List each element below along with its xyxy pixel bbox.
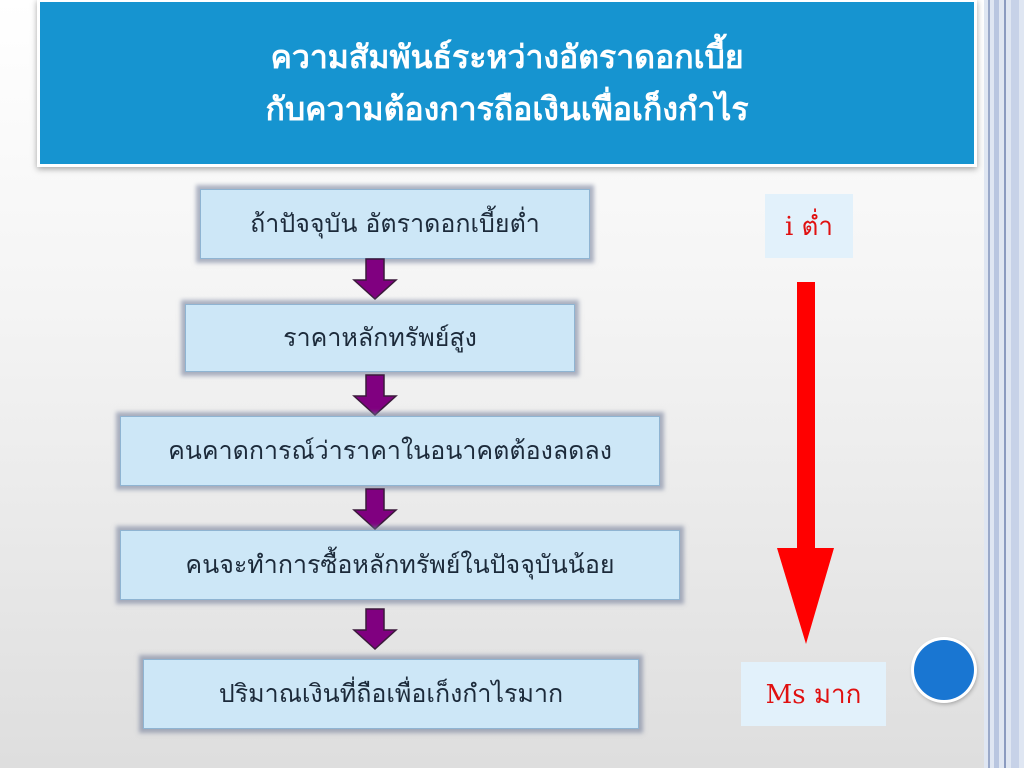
flow-step-1: ถ้าปัจจุบัน อัตราดอกเบี้ยต่ำ (200, 189, 590, 259)
down-arrow-icon (352, 488, 398, 530)
flow-step-4: คนจะทำการซื้อหลักทรัพย์ในปัจจุบันน้อย (120, 530, 680, 600)
title-line-2: กับความต้องการถือเงินเพื่อเก็งกำไร (265, 90, 749, 128)
strip-line (994, 0, 999, 768)
strip-line (988, 0, 990, 768)
title-banner: ความสัมพันธ์ระหว่างอัตราดอกเบี้ย กับความ… (40, 2, 974, 164)
strip-line (1011, 0, 1019, 768)
interest-low-label: i ต่ำ (765, 194, 853, 258)
strip-line (1004, 0, 1006, 768)
flow-step-5: ปริมาณเงินที่ถือเพื่อเก็งกำไรมาก (143, 659, 639, 729)
blue-circle-icon (914, 640, 974, 700)
flow-step-2: ราคาหลักทรัพย์สูง (185, 304, 575, 372)
decorative-right-strip (984, 0, 1024, 768)
title-line-1: ความสัมพันธ์ระหว่างอัตราดอกเบี้ย (270, 38, 744, 76)
down-arrow-icon (352, 374, 398, 416)
down-arrow-icon (352, 608, 398, 650)
down-arrow-icon (352, 258, 398, 300)
red-down-arrow-icon (777, 282, 834, 644)
flow-step-3: คนคาดการณ์ว่าราคาในอนาคตต้องลดลง (120, 416, 660, 486)
money-supply-high-label: Ms มาก (741, 662, 886, 726)
